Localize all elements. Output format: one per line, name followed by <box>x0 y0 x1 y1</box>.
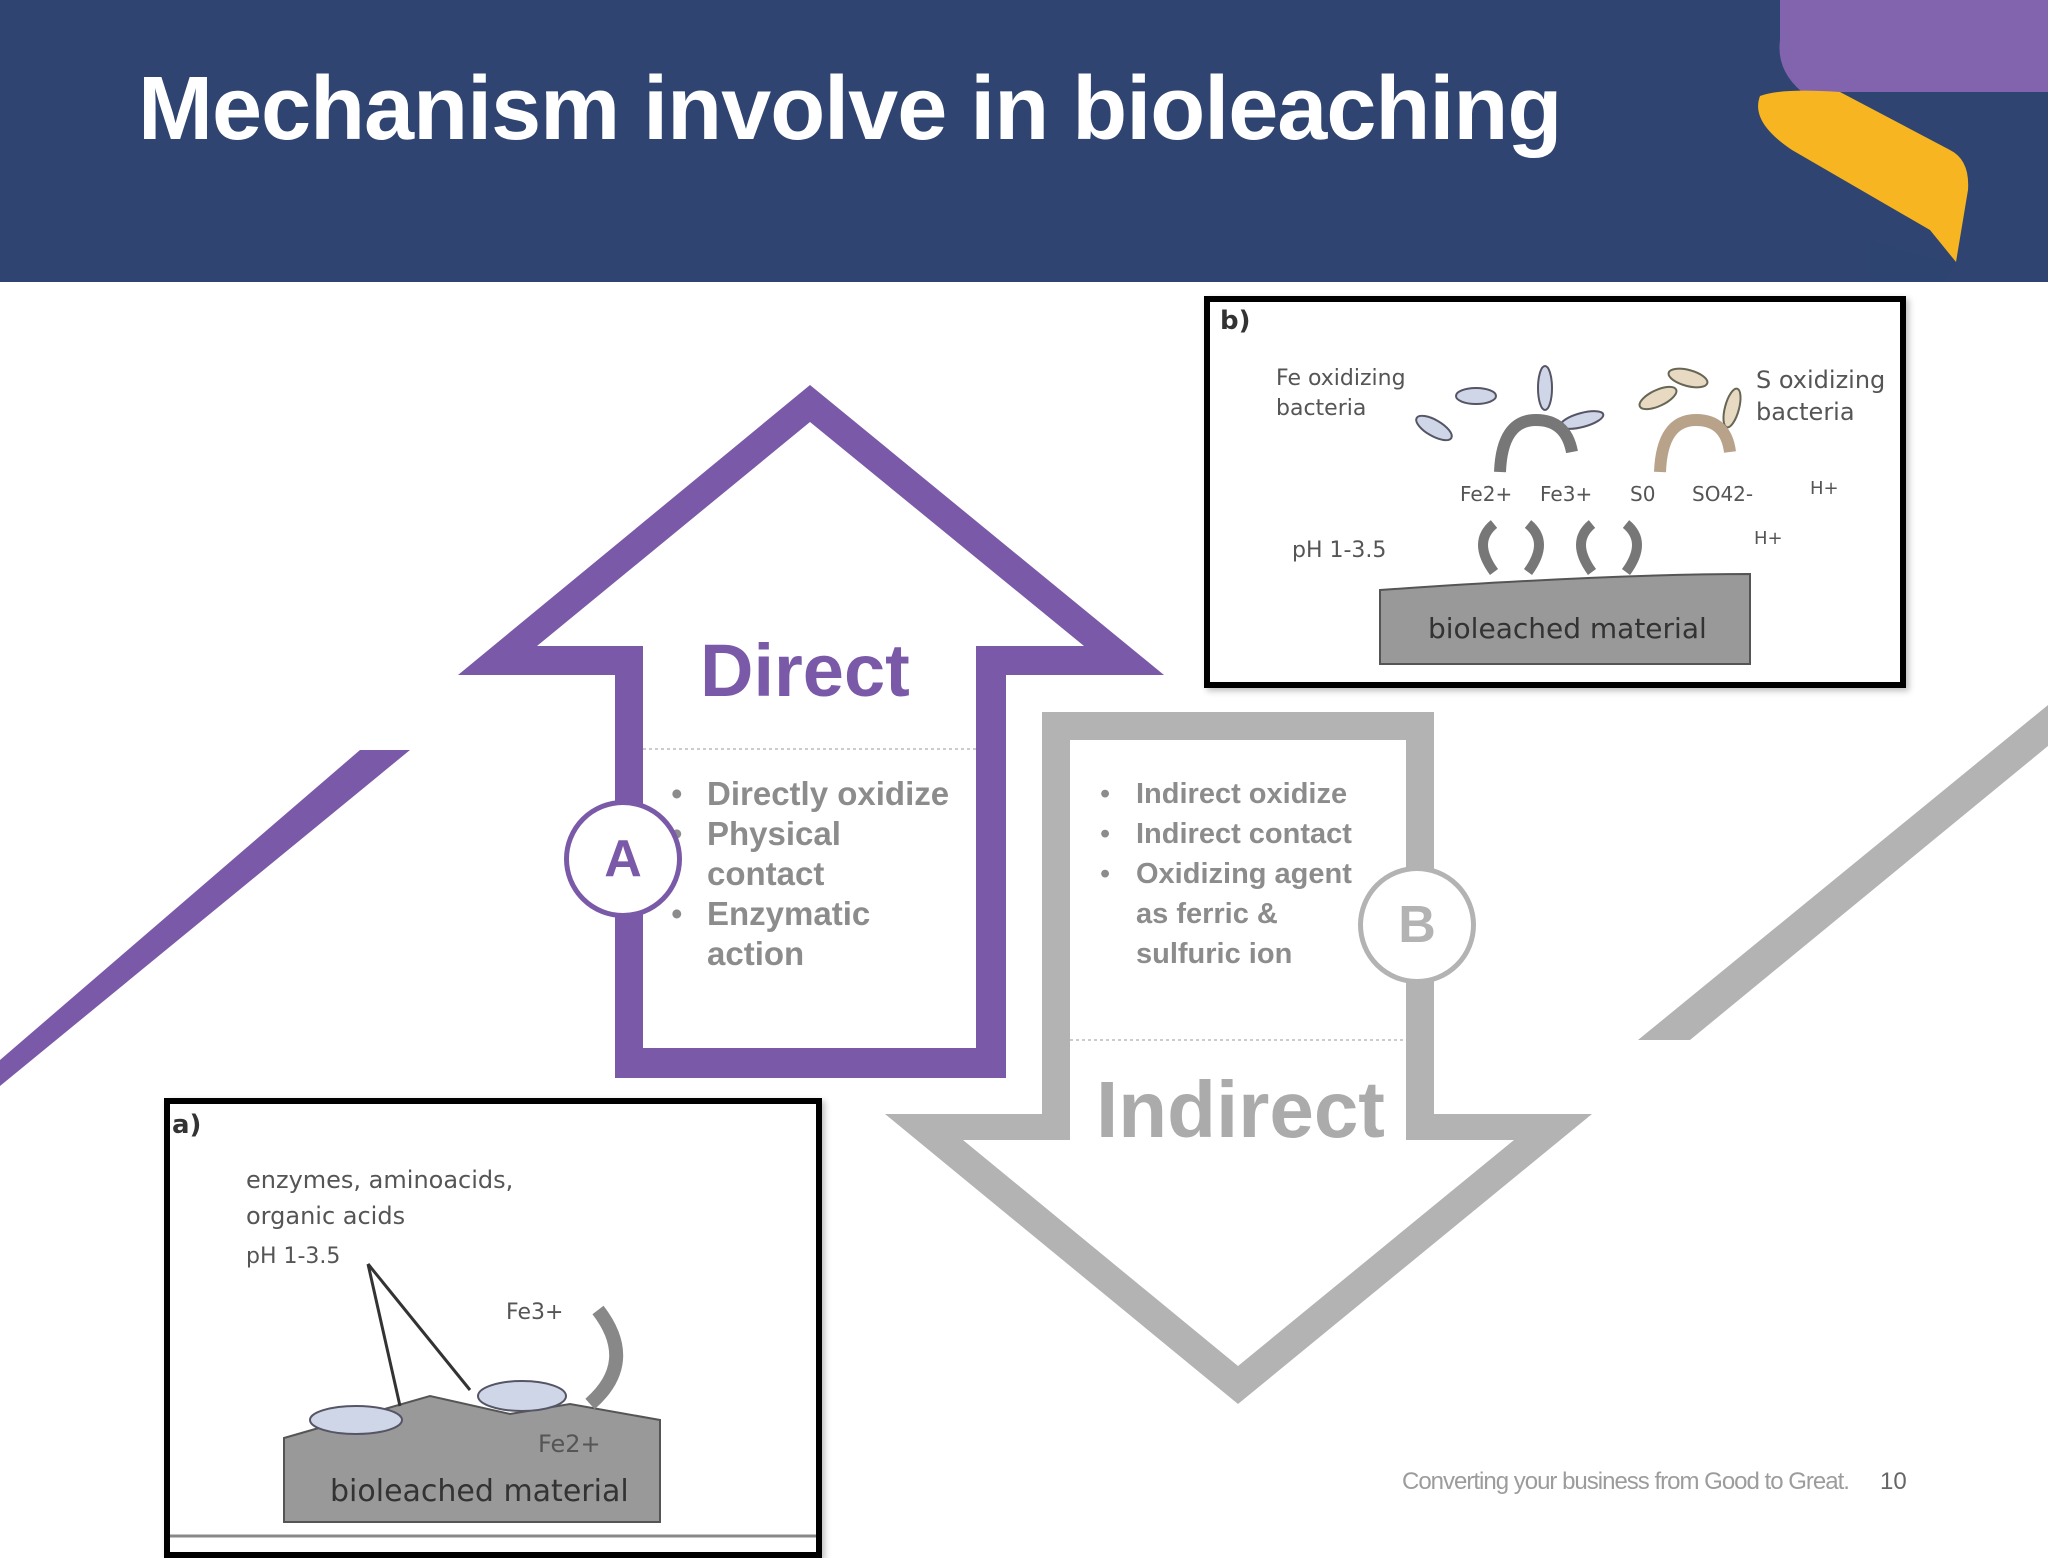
direct-points-list: Directly oxidize Physical contact Enzyma… <box>667 774 967 974</box>
list-item: Directly oxidize <box>667 774 967 814</box>
curved-arrow-icon <box>1494 413 1578 473</box>
direct-badge: A <box>564 800 682 918</box>
indirect-points-list: Indirect oxidize Indirect contact Oxidiz… <box>1096 774 1386 974</box>
curved-arrow-icon <box>1654 413 1736 473</box>
figure-b-indirect-mechanism: b) Fe oxidizing bacteria S oxidizing bac… <box>1204 296 1906 688</box>
ph-label: pH 1-3.5 <box>1292 538 1387 563</box>
figure-b-artwork <box>1379 365 1751 665</box>
curved-arrow-icon <box>585 1305 624 1410</box>
indirect-badge: B <box>1358 866 1476 984</box>
corner-ribbon-decoration <box>1758 0 2048 282</box>
bioleached-material-label: bioleached material <box>1428 612 1707 645</box>
bioleached-material-label: bioleached material <box>330 1474 629 1509</box>
diagonal-gray-stripe <box>1638 705 2048 1040</box>
fe-bacteria-group <box>1415 365 1605 442</box>
curved-arrow-icon <box>1478 520 1499 575</box>
page-number: 10 <box>1880 1468 1907 1495</box>
h-plus-label: H+ <box>1810 478 1839 499</box>
figure-b-label: b) <box>1220 306 1251 336</box>
fe3-label: Fe3+ <box>1540 482 1593 506</box>
fe2-label: Fe2+ <box>538 1430 601 1458</box>
figure-a-direct-mechanism: a) enzymes, aminoacids, organic acids pH… <box>164 1098 822 1558</box>
page-title: Mechanism involve in bioleaching <box>138 59 1562 159</box>
direct-heading: Direct <box>700 629 910 712</box>
s-bacteria-group <box>1638 367 1742 429</box>
bacterium-icon <box>477 1380 567 1412</box>
bacterium-icon <box>309 1405 403 1435</box>
list-item: Indirect oxidize <box>1096 774 1386 814</box>
agents-label: enzymes, aminoacids, organic acids <box>246 1166 514 1230</box>
h-plus-label: H+ <box>1754 528 1783 549</box>
diagonal-purple-stripe <box>0 750 410 1086</box>
list-item: Enzymatic action <box>667 894 967 974</box>
fe-bacteria-label: Fe oxidizing bacteria <box>1276 366 1406 421</box>
fe2-label: Fe2+ <box>1460 482 1513 506</box>
pointer-arrow <box>366 1263 402 1407</box>
curved-arrow-icon <box>1523 520 1544 575</box>
fe3-label: Fe3+ <box>506 1300 564 1325</box>
ph-label: pH 1-3.5 <box>246 1244 341 1269</box>
pointer-arrow <box>366 1263 472 1391</box>
figure-a-label: a) <box>172 1110 202 1140</box>
curved-arrow-icon <box>1576 520 1597 575</box>
curved-arrow-icon <box>1621 520 1642 575</box>
bioleached-material-block <box>1379 572 1751 665</box>
indirect-heading: Indirect <box>1096 1065 1385 1154</box>
footer-tagline: Converting your business from Good to Gr… <box>1402 1468 1850 1495</box>
so4-label: SO42- <box>1692 482 1754 506</box>
s0-label: S0 <box>1630 482 1656 506</box>
list-item: Indirect contact <box>1096 814 1386 854</box>
list-item: Physical contact <box>667 814 967 894</box>
s-bacteria-label: S oxidizing bacteria <box>1756 366 1886 426</box>
title-bar <box>0 0 2048 282</box>
list-item: Oxidizing agent as ferric & sulfuric ion <box>1096 854 1386 974</box>
